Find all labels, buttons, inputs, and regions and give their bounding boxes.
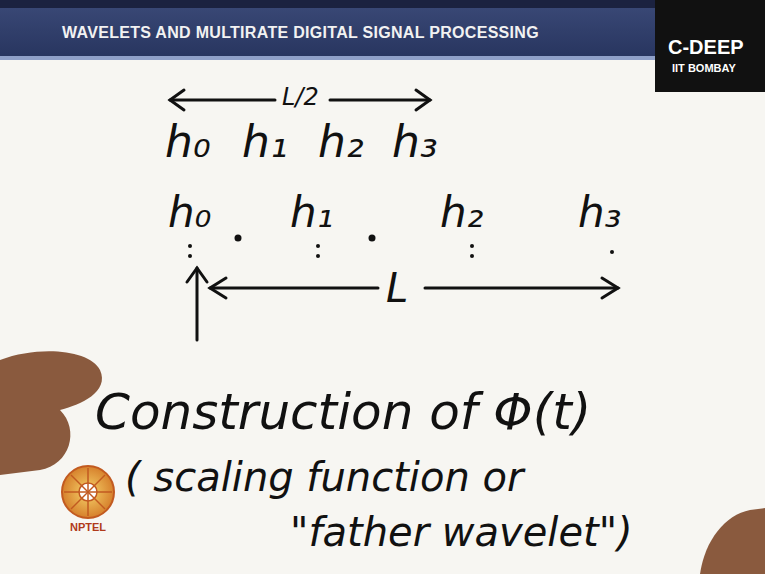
coefficient: h₀ bbox=[168, 190, 211, 236]
logo-text: C-DEEP bbox=[668, 36, 744, 58]
length-label: L bbox=[386, 266, 408, 310]
hand bbox=[700, 508, 765, 574]
note: ( scaling function or bbox=[125, 455, 523, 499]
coefficient: h₃ bbox=[392, 118, 438, 166]
coefficient: h₂ bbox=[440, 190, 483, 236]
heading-note: Construction of Φ(t) bbox=[95, 385, 591, 440]
header-stripe bbox=[0, 0, 765, 8]
slide-title: WAVELETS AND MULTIRATE DIGITAL SIGNAL PR… bbox=[62, 24, 539, 42]
sample-dots bbox=[188, 235, 614, 259]
nptel-logo bbox=[62, 466, 114, 518]
length-label: L/2 bbox=[282, 84, 319, 110]
header-edge bbox=[0, 56, 765, 60]
logo-subtext: IIT BOMBAY bbox=[672, 62, 736, 74]
hand bbox=[0, 351, 102, 475]
coefficient: h₁ bbox=[242, 118, 288, 166]
coefficient: h₃ bbox=[578, 190, 621, 236]
logo-text: NPTEL bbox=[70, 521, 106, 533]
logo-panel bbox=[655, 0, 765, 92]
note: "father wavelet") bbox=[290, 510, 633, 554]
header-band bbox=[0, 0, 765, 60]
coefficient: h₂ bbox=[318, 118, 364, 166]
coefficient: h₀ bbox=[165, 118, 211, 166]
coefficient: h₁ bbox=[290, 190, 333, 236]
